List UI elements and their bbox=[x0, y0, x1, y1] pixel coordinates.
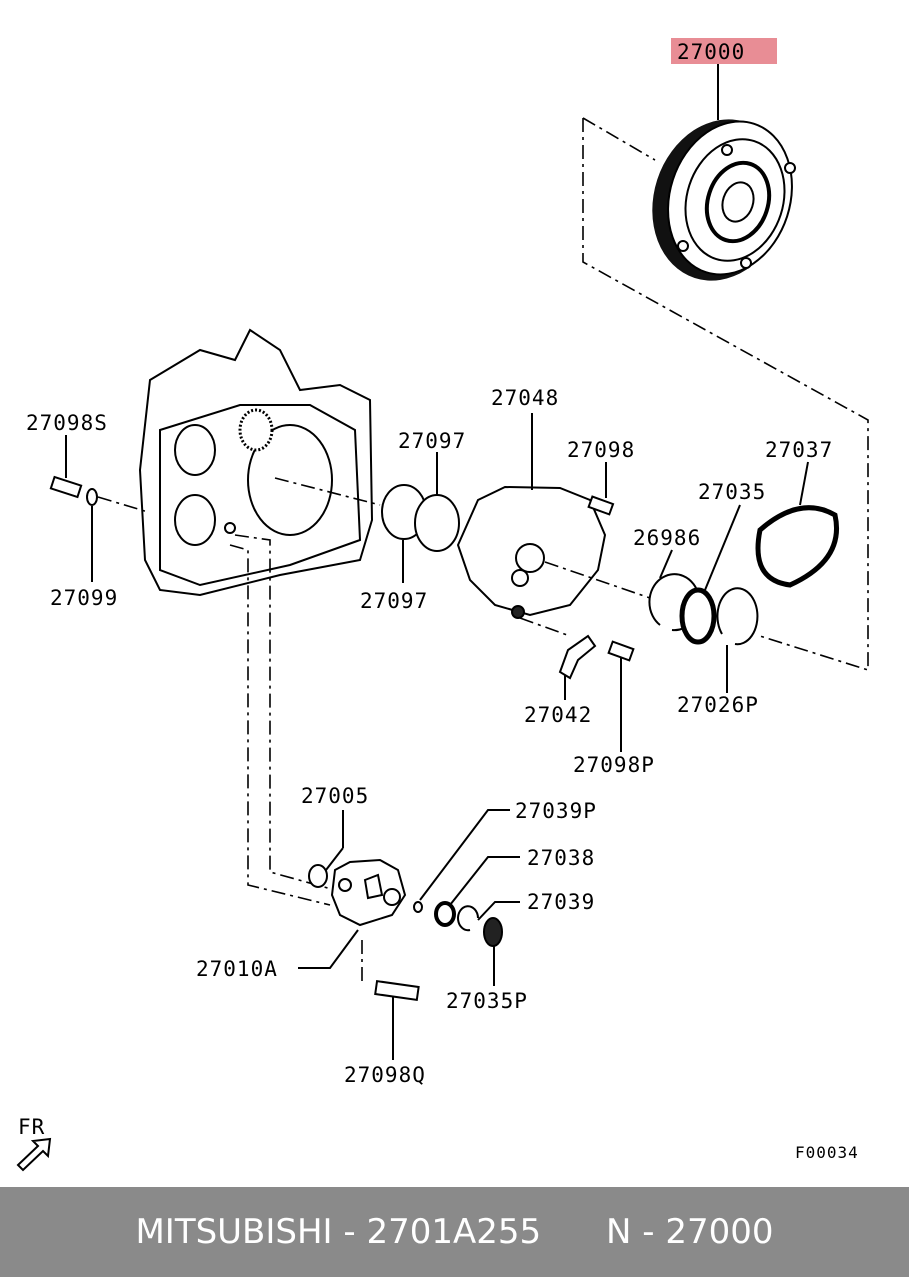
spacer bbox=[541, 1212, 606, 1252]
o-ring-27099[interactable] bbox=[86, 488, 98, 506]
label-27048: 27048 bbox=[491, 386, 559, 410]
label-26986: 26986 bbox=[633, 526, 701, 550]
highlight-box bbox=[671, 38, 777, 64]
label-27000: 27000 bbox=[677, 40, 745, 64]
label-27042: 27042 bbox=[524, 703, 592, 727]
label-27010A: 27010A bbox=[196, 957, 278, 981]
seal-ring-27097-b[interactable] bbox=[414, 494, 460, 552]
valve-body-27010A[interactable] bbox=[330, 858, 407, 927]
front-marker-label: FR bbox=[18, 1115, 45, 1139]
ref-number: 27000 bbox=[665, 1212, 774, 1252]
part-number: 2701A255 bbox=[366, 1212, 542, 1252]
bolt-27098S[interactable] bbox=[49, 475, 83, 499]
bolt-27098[interactable] bbox=[587, 495, 615, 516]
label-27098: 27098 bbox=[567, 438, 635, 462]
label-27098Q: 27098Q bbox=[344, 1063, 426, 1087]
parts-diagram: 27000 27048 27097 27097 27098S 27099 270… bbox=[16, 38, 869, 1172]
snap-ring-27026P[interactable] bbox=[716, 587, 759, 646]
gasket-27037[interactable] bbox=[755, 505, 839, 588]
bracket-27042[interactable] bbox=[558, 634, 597, 680]
label-27039: 27039 bbox=[527, 890, 595, 914]
label-27097-top: 27097 bbox=[398, 429, 466, 453]
o-ring-27039P[interactable] bbox=[413, 901, 423, 913]
label-27005: 27005 bbox=[301, 784, 369, 808]
label-27035P: 27035P bbox=[446, 989, 528, 1013]
label-27026P: 27026P bbox=[677, 693, 759, 717]
label-27037: 27037 bbox=[765, 438, 833, 462]
separator: - bbox=[332, 1212, 367, 1252]
seal-27038[interactable] bbox=[434, 901, 456, 927]
ring-27039[interactable] bbox=[457, 905, 479, 932]
o-ring-27005[interactable] bbox=[308, 864, 328, 888]
oil-seal-27035[interactable] bbox=[679, 587, 717, 645]
figure-code: F00034 bbox=[795, 1143, 859, 1162]
label-27035: 27035 bbox=[698, 480, 766, 504]
oil-pump-housing-drawing[interactable] bbox=[456, 485, 607, 619]
ref-prefix: N bbox=[606, 1212, 632, 1252]
label-27039P: 27039P bbox=[515, 799, 597, 823]
label-27097-bottom: 27097 bbox=[360, 589, 428, 613]
transmission-case-drawing[interactable] bbox=[138, 328, 374, 597]
label-27098P: 27098P bbox=[573, 753, 655, 777]
brand-name: MITSUBISHI bbox=[135, 1212, 333, 1252]
bolt-27098Q[interactable] bbox=[374, 980, 420, 1001]
separator-2: - bbox=[631, 1212, 666, 1252]
torque-converter-drawing[interactable] bbox=[632, 38, 811, 298]
label-27098S: 27098S bbox=[26, 411, 108, 435]
bolt-27098P[interactable] bbox=[607, 640, 635, 662]
plug-27035P[interactable] bbox=[483, 917, 503, 947]
label-27038: 27038 bbox=[527, 846, 595, 870]
footer-bar: MITSUBISHI - 2701A255 N - 27000 bbox=[0, 1187, 909, 1277]
front-arrow-icon bbox=[16, 1137, 52, 1172]
label-27099: 27099 bbox=[50, 586, 118, 610]
